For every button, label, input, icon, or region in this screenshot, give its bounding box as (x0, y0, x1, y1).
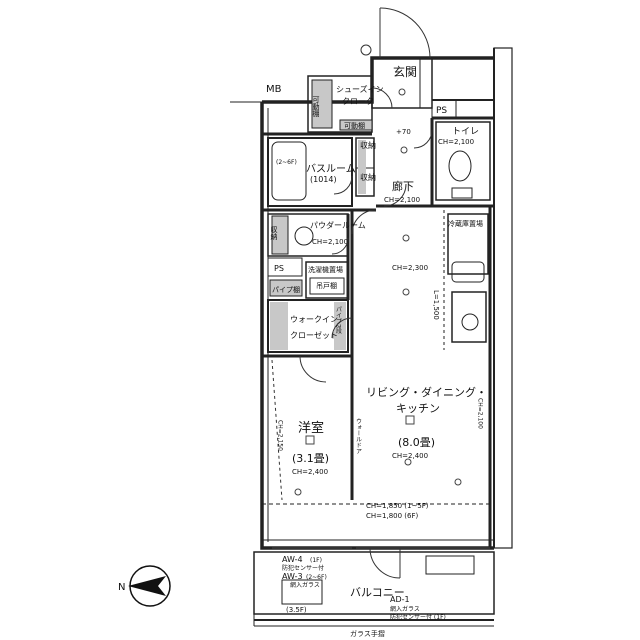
hallway-label: 廊下 (392, 179, 414, 193)
aw3-floor-label: (2~6F) (306, 574, 327, 581)
ldk-label-1: リビング・ダイニング・ (366, 385, 487, 399)
shoe-cloak-label-2: クローク (342, 97, 374, 106)
door-swings (271, 7, 490, 579)
north-arrow-icon (128, 565, 171, 607)
step-label: +70 (396, 128, 411, 136)
balcony-label: バルコニー (350, 586, 405, 599)
pipe-shelf-label: パイプ棚 (272, 285, 300, 294)
wall-door-label: ウォールドア (355, 418, 362, 454)
aw-glass-label: 網入ガラス (290, 581, 320, 589)
entrance-label: 玄関 (393, 64, 417, 79)
western-size-label: (3.1畳) (292, 452, 329, 465)
bathroom-label: バスルーム (306, 163, 356, 175)
ad-glass-label: 網入ガラス (390, 605, 420, 613)
shoe-cloak-label-1: シューズイン (336, 84, 384, 94)
aw3-label: AW-3 (282, 572, 303, 581)
bathroom-size-label: (1014) (310, 175, 337, 184)
movable-shelf-label: 可動棚 (344, 121, 365, 130)
l-height-label: L=1,500 (432, 290, 440, 320)
aw4-floor-label: (1F) (310, 557, 322, 564)
labels: MB 玄関 シューズイン クローク 可動棚 可動棚 PS トイレ CH=2,10… (118, 64, 487, 638)
ad-sensor-label: 防犯センサー付 (1F) (390, 613, 446, 621)
ch-floors-label-1: CH=1,850 (1~5F) (366, 502, 429, 510)
ad1-label: AD-1 (390, 595, 410, 604)
walk-in-label-2: クローゼット (290, 330, 338, 340)
fridge-label: 冷蔵庫置場 (448, 219, 483, 228)
bath-note-label: (2~6F) (276, 159, 297, 166)
toilet-ch-label: CH=2,100 (438, 138, 474, 146)
western-ch-label: CH=2,400 (292, 468, 328, 476)
ch-floors-label-2: CH=1,800 (6F) (366, 512, 418, 520)
western-side-ch-label: CH=2,150 (277, 420, 284, 451)
toilet-label: トイレ (452, 127, 479, 137)
pipe-shelf-2-label: パイプ2段 (335, 306, 342, 335)
powder-ch-label: CH=2,100 (312, 238, 348, 246)
movable-shelf-vertical-label: 可動棚 (312, 96, 320, 118)
ldk-label-2: キッチン (396, 402, 440, 415)
ldk-side-ch-label: CH=2,100 (477, 398, 484, 429)
aw4-label: AW-4 (282, 555, 303, 564)
hanging-shelf-label: 吊戸棚 (316, 281, 337, 290)
ps-top-label: PS (436, 106, 447, 116)
walk-in-label-1: ウォークイン (290, 315, 338, 324)
storage-2-label: 収納 (360, 172, 376, 182)
aw-sensor-label: 防犯センサー付 (282, 564, 324, 572)
glass-rail-label: ガラス手摺 (350, 629, 385, 638)
western-room-label: 洋室 (298, 420, 324, 436)
storage-1-label: 収納 (360, 140, 376, 150)
north-label: N (118, 582, 125, 593)
washer-label: 洗濯機置場 (308, 265, 343, 274)
ldk-size-label: (8.0畳) (398, 436, 435, 449)
ceiling-lights (294, 88, 462, 496)
powder-room-label: パウダールーム (310, 220, 366, 230)
ldk-ch-label: CH=2,400 (392, 452, 428, 460)
grid-marker (360, 44, 372, 56)
walls (230, 47, 513, 627)
ps-mid-label: PS (274, 264, 284, 273)
side-storage-label: 収納 (270, 226, 278, 241)
upper-ch-label: CH=2,300 (392, 264, 428, 272)
mb-label: MB (266, 84, 282, 95)
hallway-ch-label: CH=2,100 (384, 196, 420, 204)
balcony-floor-label: (3.5F) (286, 606, 307, 614)
